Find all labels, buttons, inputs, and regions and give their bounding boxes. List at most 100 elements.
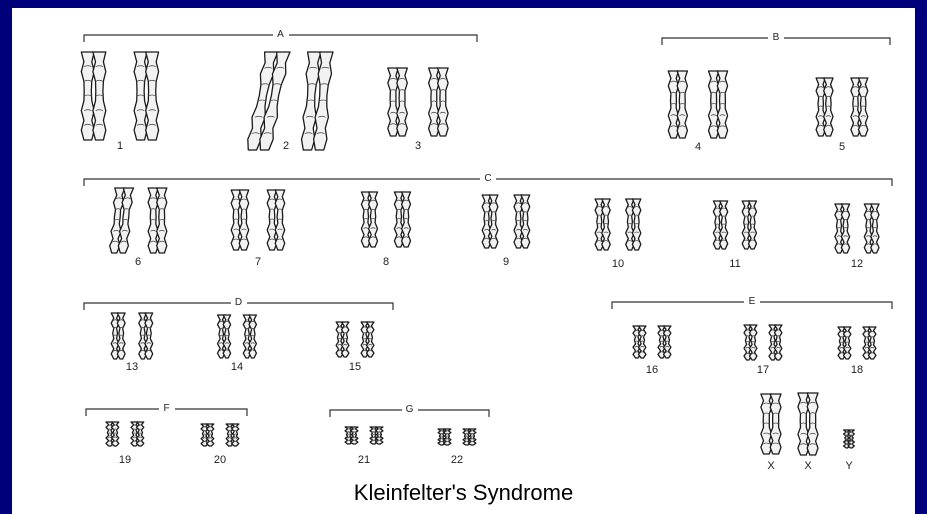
chromosome-7-b [267,190,285,250]
chromosome-20-b [226,424,239,446]
chromosome-pair-12 [835,204,879,253]
sex-chromosome-x-1 [761,394,781,454]
chromosome-number-1: 1 [108,140,132,152]
chromosome-16-b [658,326,671,358]
chromosome-number-16: 16 [640,364,664,376]
chromosome-pair-13 [111,313,153,359]
karyotype-panel: A123B45C6789101112D131415E161718F1920G21… [12,8,915,514]
chromosome-pair-7 [231,190,285,250]
chromosome-9-b [514,195,530,248]
chromosome-pair-4 [668,71,727,138]
chromosome-4-b [709,71,728,138]
sex-chromosome-label-1: X [764,460,778,472]
chromosome-11-a [713,201,727,249]
chromosome-number-4: 4 [686,141,710,153]
chromosome-15-b [361,322,374,357]
sex-chromosome-y-3-body [844,430,855,448]
chromosome-5-b [851,78,868,136]
chromosome-22-b [463,429,476,445]
chromosome-number-11: 11 [723,258,747,270]
chromosome-3-b [429,68,449,136]
chromosome-number-18: 18 [845,364,869,376]
chromosome-6-b [148,188,167,253]
chromosome-number-17: 17 [751,364,775,376]
group-d-label: D [231,298,247,308]
chromosome-14-a [218,315,231,358]
group-e-label: E [744,297,760,307]
chromosome-10-a [595,199,610,250]
chromosome-2-b [302,52,334,150]
chromosome-18-b [863,327,876,359]
chromosome-number-20: 20 [208,454,232,466]
chromosome-12-b [864,204,879,253]
chromosome-15-a [336,322,349,357]
group-b-label: B [768,33,784,43]
chromosome-11-b [742,201,756,249]
chromosome-pair-18 [838,327,876,359]
chromosome-pair-8 [361,192,410,247]
chromosome-number-10: 10 [606,258,630,270]
chromosome-pair-14 [218,315,257,358]
sex-chromosome-y-3 [844,430,855,448]
chromosome-4-a [668,71,687,138]
karyotype-caption: Kleinfelter's Syndrome [12,480,915,506]
chromosome-pair-22 [438,429,476,445]
chromosome-21-b [370,427,383,444]
chromosome-pair-20 [201,424,239,446]
chromosome-6-a [110,188,134,253]
chromosome-13-b [139,313,153,359]
chromosome-5-a [816,78,833,136]
chromosome-18-a [838,327,851,359]
chromosome-pair-11 [713,201,756,249]
chromosome-10-b [626,199,641,250]
chromosome-number-22: 22 [445,454,469,466]
chromosome-number-9: 9 [494,256,518,268]
chromosome-number-19: 19 [113,454,137,466]
chromosome-number-3: 3 [406,140,430,152]
chromosome-pair-21 [345,427,383,444]
chromosome-9-a [482,195,498,248]
chromosome-pair-1 [81,52,158,140]
group-f-label: F [159,404,175,414]
chromosome-22-a [438,429,451,445]
chromosome-number-15: 15 [343,361,367,373]
chromosome-16-a [633,326,646,358]
chromosome-number-12: 12 [845,258,869,270]
chromosome-17-a [744,325,757,360]
chromosome-pair-16 [633,326,671,358]
chromosome-pair-19 [106,422,144,446]
chromosome-pair-10 [595,199,641,250]
chromosome-3-a [388,68,408,136]
chromosome-pair-9 [482,195,530,248]
chromosome-pair-15 [336,322,374,357]
chromosome-1-b [134,52,159,140]
chromosome-number-7: 7 [246,256,270,268]
chromosome-number-8: 8 [374,256,398,268]
chromosome-pair-3 [388,68,448,136]
chromosome-19-b [131,422,144,446]
chromosome-pair-2 [248,52,333,150]
sex-chromosome-x-2-body [798,393,818,455]
chromosome-17-b [769,325,782,360]
sex-chromosome-x-1-body [761,394,781,454]
chromosome-12-a [835,204,850,253]
chromosome-number-21: 21 [352,454,376,466]
sex-chromosome-label-2: X [801,460,815,472]
chromosome-number-13: 13 [120,361,144,373]
chromosome-20-a [201,424,214,446]
chromosome-14-b [243,315,256,358]
sex-chromosome-x-2 [798,393,818,455]
chromosome-number-5: 5 [830,141,854,153]
group-a-label: A [273,30,289,40]
chromosome-number-2: 2 [274,140,298,152]
chromosome-1-a [81,52,106,140]
group-g-label: G [402,405,418,415]
chromosome-13-a [111,313,125,359]
chromosome-8-b [394,192,410,247]
chromosome-2-a [248,52,290,150]
sex-chromosome-label-3: Y [842,460,856,472]
chromosome-21-a [345,427,358,444]
chromosome-pair-6 [110,188,167,253]
chromosome-8-a [361,192,377,247]
